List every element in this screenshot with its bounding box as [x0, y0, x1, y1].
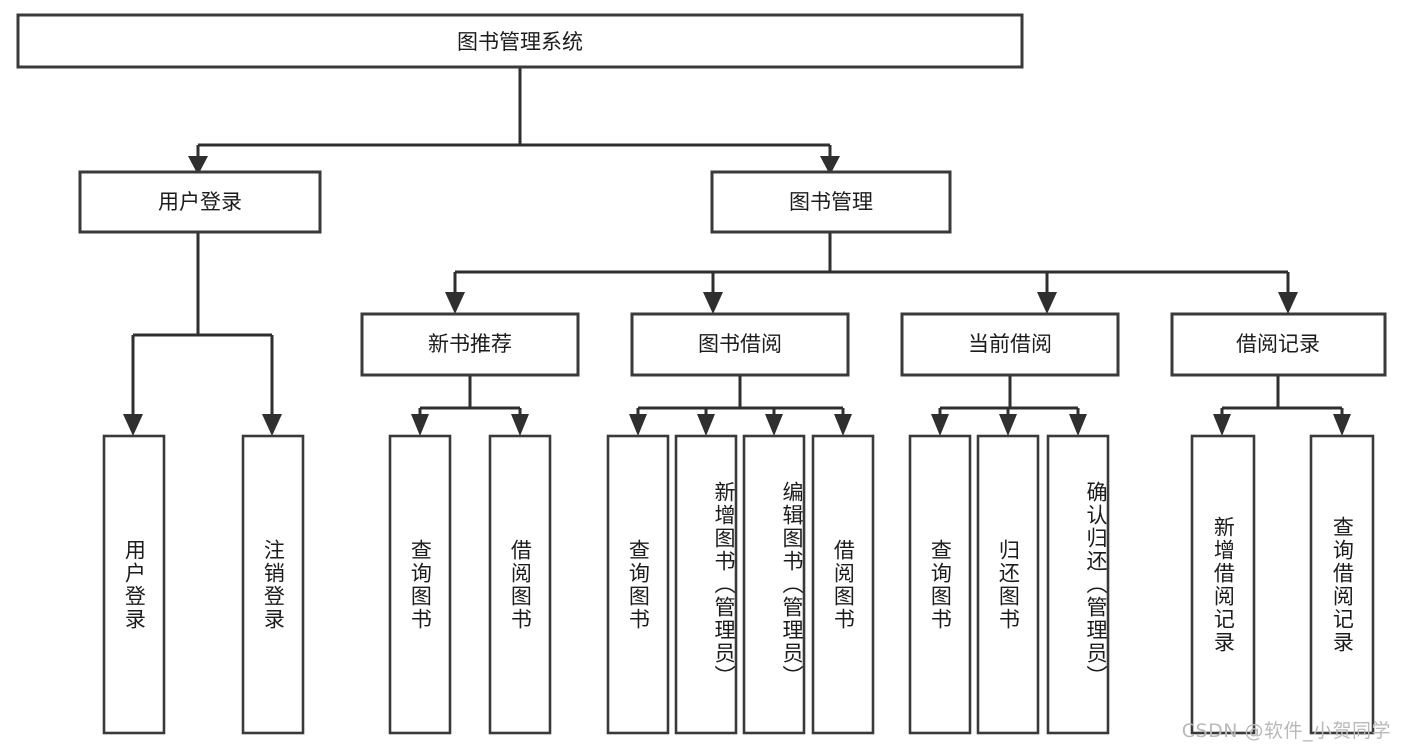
arrow-leaf-query-book-2	[629, 414, 647, 436]
leaf-box-query-book-2[interactable]	[606, 434, 670, 735]
node-user-login[interactable]: 用户登录	[78, 170, 322, 234]
leaf-box-return-book[interactable]	[976, 434, 1040, 735]
connector-bookmanage-to-level3	[445, 232, 1298, 314]
node-book-borrow[interactable]: 图书借阅	[630, 312, 850, 377]
arrow-new-book-recommend	[445, 292, 465, 314]
leaf-box-query-record[interactable]	[1309, 434, 1375, 735]
leaf-boxes-current-borrow	[908, 434, 1110, 735]
borrow-record-box[interactable]	[1170, 312, 1387, 377]
leaf-box-user-login[interactable]	[102, 434, 166, 735]
book-borrow-label: 图书借阅	[698, 332, 782, 356]
new-book-recommend-box[interactable]	[360, 312, 580, 377]
connector-root-to-level2	[188, 67, 840, 175]
connector-newbook-to-leaves	[411, 375, 529, 436]
book-manage-label: 图书管理	[789, 190, 873, 214]
leaf-box-query-book-1[interactable]	[388, 434, 452, 735]
node-current-borrow[interactable]: 当前借阅	[900, 312, 1120, 377]
borrow-record-label: 借阅记录	[1236, 332, 1320, 356]
arrow-borrow-record	[1278, 292, 1298, 314]
arrow-leaf-query-book-3	[931, 414, 949, 436]
leaf-box-logout[interactable]	[241, 434, 305, 735]
book-manage-box[interactable]	[710, 170, 952, 234]
leaf-box-add-book[interactable]	[674, 434, 738, 735]
leaf-box-borrow-book-2[interactable]	[811, 434, 875, 735]
arrow-leaf-query-record	[1333, 414, 1351, 436]
connector-currentborrow-to-leaves	[931, 375, 1087, 436]
arrow-leaf-user-login	[123, 414, 143, 436]
leaf-box-borrow-book-1[interactable]	[488, 434, 552, 735]
root-box[interactable]	[16, 13, 1024, 69]
leaf-boxes-book-borrow	[606, 434, 875, 735]
book-borrow-box[interactable]	[630, 312, 850, 377]
arrow-leaf-logout	[262, 414, 282, 436]
arrow-book-manage	[820, 156, 840, 175]
root-label: 图书管理系统	[457, 30, 583, 54]
node-book-manage[interactable]: 图书管理	[710, 170, 952, 234]
arrow-leaf-confirm-return	[1069, 414, 1087, 436]
leaf-box-confirm-return[interactable]	[1046, 434, 1110, 735]
connector-borrowrecord-to-leaves	[1213, 375, 1351, 436]
arrow-leaf-return-book	[999, 414, 1017, 436]
node-borrow-record[interactable]: 借阅记录	[1170, 312, 1387, 377]
connector-userlogin-to-leaves	[123, 232, 282, 436]
node-root-system[interactable]: 图书管理系统	[16, 13, 1024, 69]
leaf-box-add-record[interactable]	[1190, 434, 1256, 735]
arrow-leaf-borrow-book-2	[834, 414, 852, 436]
current-borrow-box[interactable]	[900, 312, 1120, 377]
leaf-boxes-borrow-record	[1190, 434, 1375, 735]
csdn-watermark: CSDN @软件_小贺同学	[1181, 720, 1391, 742]
leaf-box-edit-book[interactable]	[742, 434, 806, 735]
leaf-boxes-new-book-recommend	[388, 434, 552, 735]
leaf-boxes-user-login	[102, 434, 305, 735]
user-login-label: 用户登录	[158, 190, 242, 214]
arrow-leaf-add-book	[697, 414, 715, 436]
user-login-box[interactable]	[78, 170, 322, 234]
arrow-current-borrow	[1037, 292, 1057, 314]
arrow-leaf-add-record	[1213, 414, 1231, 436]
arrow-user-login	[188, 156, 208, 175]
new-book-recommend-label: 新书推荐	[428, 332, 512, 356]
node-new-book-recommend[interactable]: 新书推荐	[360, 312, 580, 377]
arrow-leaf-query-book-1	[411, 414, 429, 436]
arrow-leaf-edit-book	[765, 414, 783, 436]
connector-bookborrow-to-leaves	[629, 375, 852, 436]
arrow-book-borrow	[703, 292, 723, 314]
arrow-leaf-borrow-book-1	[511, 414, 529, 436]
current-borrow-label: 当前借阅	[968, 332, 1052, 356]
leaf-box-query-book-3[interactable]	[908, 434, 972, 735]
